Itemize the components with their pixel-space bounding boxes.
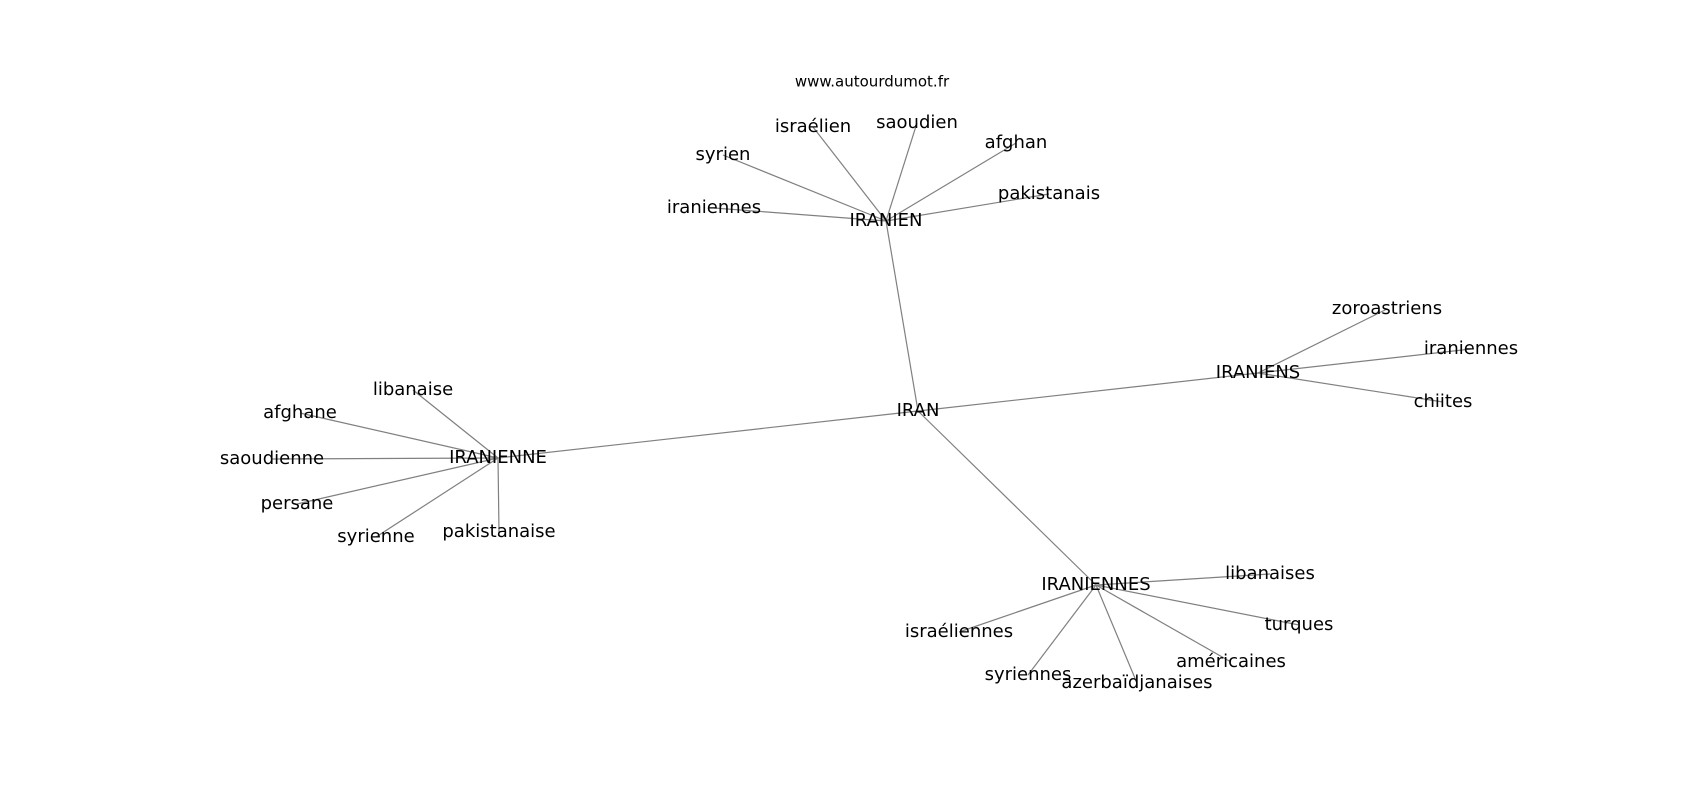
node-pakistanais[interactable]: pakistanais	[998, 183, 1100, 204]
edge-iraniennes-hub-azerbaidjanaises	[1095, 584, 1138, 684]
edge-iran-iranienne	[497, 410, 919, 459]
node-chiites[interactable]: chiites	[1414, 391, 1473, 412]
watermark-text: www.autourdumot.fr	[795, 73, 950, 91]
edge-iranien-saoudien	[885, 122, 918, 222]
edge-iranienne-persane	[296, 457, 499, 505]
edge-iranienne-afghane	[299, 412, 499, 459]
edge-iraniennes-hub-turques	[1095, 584, 1300, 626]
node-iran[interactable]: IRAN	[897, 400, 940, 421]
node-turques[interactable]: turques	[1265, 614, 1334, 635]
node-libanaise[interactable]: libanaise	[373, 379, 453, 400]
edge-iranienne-syrienne	[375, 457, 499, 538]
node-persane[interactable]: persane	[261, 493, 334, 514]
edge-iranien-pakistanais	[885, 193, 1050, 222]
node-iraniennes-b[interactable]: iraniennes	[1424, 338, 1518, 359]
edge-iraniens-iraniennes-b	[1257, 348, 1472, 374]
node-zoroastriens[interactable]: zoroastriens	[1332, 298, 1442, 319]
node-syrienne[interactable]: syrienne	[337, 526, 414, 547]
node-libanaises[interactable]: libanaises	[1225, 563, 1315, 584]
node-pakistanaise[interactable]: pakistanaise	[442, 521, 555, 542]
edge-iraniennes-hub-americaines	[1095, 584, 1232, 663]
edge-iraniens-zoroastriens	[1257, 308, 1388, 374]
edge-iraniennes-hub-syriennes	[1027, 584, 1097, 676]
edge-iraniennes-hub-libanaises	[1095, 573, 1271, 586]
node-iranienne[interactable]: IRANIENNE	[449, 447, 547, 468]
edge-iran-iraniens	[917, 372, 1259, 412]
node-syriennes[interactable]: syriennes	[985, 664, 1072, 685]
node-iraniens[interactable]: IRANIENS	[1216, 362, 1300, 383]
graph-nodes: IRAN IRANIEN IRANIENNE IRANIENS IRANIENNES sy…	[220, 112, 1518, 693]
node-americaines[interactable]: américaines	[1176, 651, 1286, 672]
node-iranien[interactable]: IRANIEN	[849, 210, 922, 231]
node-afghan[interactable]: afghan	[985, 132, 1048, 153]
edge-iranien-syrien	[722, 154, 887, 222]
edge-iranien-israelien	[812, 126, 887, 222]
edge-iranien-afghan	[885, 142, 1017, 222]
edge-iranien-iraniennes-a	[713, 207, 887, 222]
edge-iraniens-chiites	[1257, 372, 1444, 403]
edge-iraniennes-hub-israeliennes	[958, 584, 1097, 633]
node-israeliennes[interactable]: israéliennes	[905, 621, 1013, 642]
graph-edges	[271, 122, 1472, 684]
node-syrien[interactable]: syrien	[696, 144, 751, 165]
node-iraniennes-a[interactable]: iraniennes	[667, 197, 761, 218]
node-azerbaidjanaises[interactable]: azerbaïdjanaises	[1061, 672, 1212, 693]
node-afghane[interactable]: afghane	[263, 402, 337, 423]
edge-iranienne-pakistanaise	[497, 457, 500, 533]
edge-iranienne-libanaise	[412, 389, 499, 459]
node-iraniennes-hub[interactable]: IRANIENNES	[1041, 574, 1150, 595]
edge-iran-iranien	[885, 220, 919, 412]
edge-iranienne-saoudienne	[271, 457, 499, 460]
node-israelien[interactable]: israélien	[775, 116, 851, 137]
node-saoudien[interactable]: saoudien	[876, 112, 958, 133]
edge-iran-iraniennes-hub	[917, 410, 1097, 586]
node-saoudienne[interactable]: saoudienne	[220, 448, 324, 469]
